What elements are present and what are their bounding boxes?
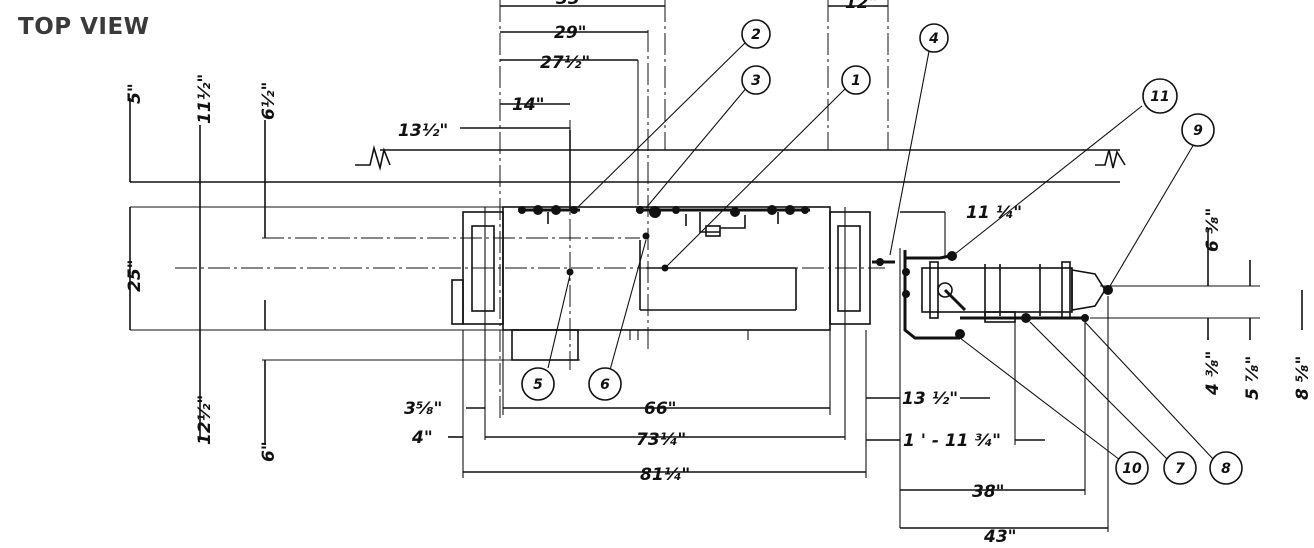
piping-top [518, 130, 810, 276]
callout-4: 4 [919, 23, 949, 53]
callout-8: 8 [1209, 451, 1243, 485]
callout-bubbles: 1 2 3 4 5 6 7 8 9 10 11 [521, 19, 1243, 485]
dim-81-quarter: 81¹⁄₄" [640, 465, 690, 485]
dim-1ft-11-3-4: 1 ' - 11 ³⁄₄" [903, 431, 1001, 451]
dim-13-half-b: 13 ¹⁄₂" [902, 389, 958, 409]
heat-exchanger [872, 248, 1113, 340]
dim-6-half: 6¹⁄₂" [259, 82, 279, 120]
dim-13-half: 13¹⁄₂" [398, 121, 448, 141]
dim-6-3-8: 6 ³⁄₈" [1203, 208, 1223, 252]
dim-14: 14" [512, 95, 545, 115]
svg-text:6: 6 [600, 377, 610, 393]
dim-29: 29" [554, 23, 587, 43]
dim-25: 25" [125, 259, 145, 292]
dim-12: 12" [845, 0, 878, 13]
dim-11-half: 11¹⁄₂" [195, 74, 215, 124]
dim-66: 66" [644, 399, 677, 419]
dim-33: 33" [556, 0, 589, 9]
dimension-labels: 33" 12" 29" 27¹⁄₂" 14" 13¹⁄₂" 5" 11¹⁄₂" … [125, 0, 1313, 547]
callout-10: 10 [1115, 451, 1149, 485]
svg-text:1: 1 [851, 73, 861, 89]
callout-1: 1 [841, 65, 871, 95]
leaders [547, 39, 1215, 461]
dim-38: 38" [972, 482, 1005, 502]
wall-line [130, 144, 1126, 183]
dim-43: 43" [983, 527, 1017, 547]
dim-5-7-8: 5 ⁷⁄₈" [1243, 356, 1263, 400]
callout-11: 11 [1142, 78, 1178, 114]
dimension-lines [129, 5, 1303, 532]
callout-6: 6 [588, 367, 622, 401]
dim-6: 6" [259, 441, 279, 462]
svg-text:8: 8 [1221, 461, 1231, 477]
dim-8-5-8: 8 ⁵⁄₈" [1293, 356, 1313, 400]
callout-9: 9 [1181, 113, 1215, 147]
callout-5: 5 [521, 367, 555, 401]
dim-4: 4" [411, 428, 433, 448]
dim-11-quarter: 11 ¹⁄₄" [966, 203, 1022, 223]
dim-73-quarter: 73¹⁄₄" [636, 430, 686, 450]
svg-text:10: 10 [1122, 461, 1142, 477]
view-title: TOP VIEW [18, 14, 150, 40]
svg-text:2: 2 [751, 27, 761, 43]
dim-12-half: 12¹⁄₂" [195, 395, 215, 445]
svg-text:11: 11 [1150, 89, 1169, 105]
svg-text:4: 4 [928, 31, 939, 47]
centerlines [175, 0, 889, 420]
callout-7: 7 [1163, 451, 1197, 485]
svg-text:3: 3 [751, 73, 761, 89]
dim-4-3-8: 4 ³⁄₈" [1203, 351, 1223, 396]
callout-3: 3 [741, 65, 771, 95]
dim-5: 5" [125, 83, 145, 104]
svg-text:9: 9 [1193, 123, 1203, 139]
svg-text:5: 5 [533, 377, 543, 393]
dim-3-5-8: 3⁵⁄₈" [404, 399, 442, 419]
svg-text:7: 7 [1175, 461, 1185, 477]
callout-2: 2 [741, 19, 771, 49]
dim-27-half: 27¹⁄₂" [540, 53, 590, 73]
